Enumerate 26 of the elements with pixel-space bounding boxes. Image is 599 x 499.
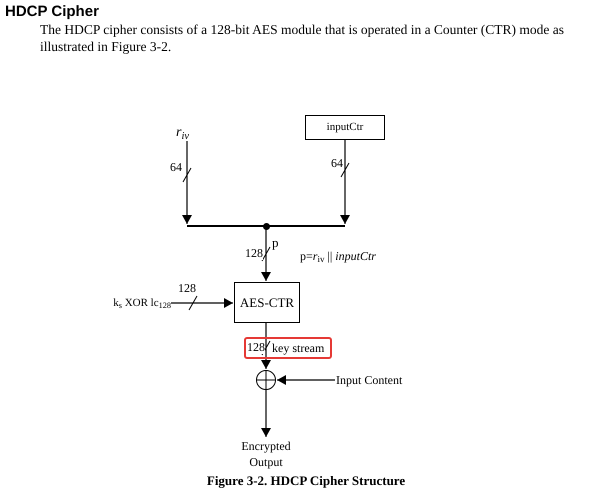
edge-label: 128 [178,281,196,295]
arrow [171,298,233,308]
edge-label: 64 [331,156,343,170]
edge-label: 128 [247,340,265,354]
paragraph: The HDCP cipher consists of a 128-bit AES module that is operated in a Counter (CTR) mode as illustrated in Figure 3-2. [40,21,566,55]
section-heading: HDCP Cipher [5,2,99,22]
arrow [277,375,335,385]
arrow [261,227,271,281]
arrow [261,323,271,369]
input-label: r$_{iv}$ [176,124,190,143]
process-box: AES-CTR [234,282,300,323]
input-label: Input Content [336,372,402,389]
xor-symbol [256,370,276,390]
signal-label: key stream [272,341,324,355]
signal-label: p [272,236,278,250]
input-label: k$_{s}$ XOR lc$_{128}$ [113,296,171,312]
arrow [261,390,271,437]
edge-label: 128 [245,246,263,260]
edge-label: 64 [170,160,182,174]
output-label: Encrypted Output [240,438,292,470]
figure-caption: Figure 3-2. HDCP Cipher Structure [206,472,406,490]
bus-line [187,225,345,227]
process-box: inputCtr [305,115,385,140]
arrow [340,140,350,224]
equation-text: p=r$_{iv}$ || inputCtr [300,249,376,263]
arrow [182,141,192,224]
